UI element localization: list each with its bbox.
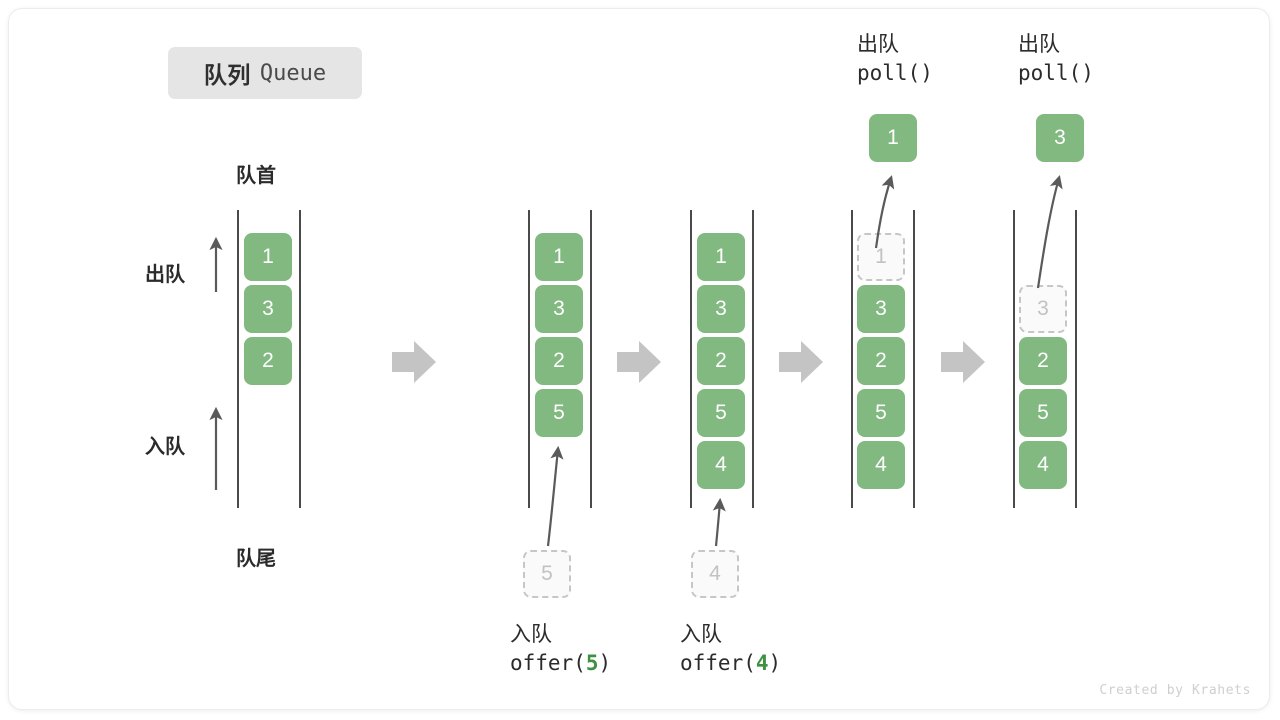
enqueue-caption-code: offer(4) (680, 649, 781, 677)
rail-right-col1 (299, 210, 301, 508)
enqueue-caption: 入队 offer(5) (510, 621, 611, 677)
queue-cell-new: 5 (535, 389, 583, 437)
incoming-ghost-box: 4 (691, 550, 739, 598)
rail-left-col3 (690, 210, 692, 508)
dequeue-caption-code: poll() (857, 61, 933, 86)
queue-cell: 3 (244, 285, 292, 333)
queue-cell: 1 (697, 233, 745, 281)
queue-tail-label: 队尾 (236, 548, 276, 570)
rail-left-col5 (1013, 210, 1015, 508)
enqueue-code-prefix: offer( (680, 651, 756, 676)
queue-cell: 3 (697, 285, 745, 333)
dequeue-caption-cn: 出队 (1018, 33, 1060, 56)
enqueue-caption-cn: 入队 (680, 623, 722, 646)
queue-cell: 4 (857, 441, 905, 489)
enqueue-code-prefix: offer( (510, 651, 586, 676)
enqueue-code-number: 4 (755, 651, 769, 676)
queue-cell: 5 (697, 389, 745, 437)
title-chinese: 队列 (203, 62, 251, 88)
queue-cell: 1 (244, 233, 292, 281)
dequeue-direction-label: 出队 (145, 264, 185, 286)
credit-text: Created by Krahets (1099, 683, 1251, 698)
enqueue-code-number: 5 (585, 651, 599, 676)
popped-value-box: 3 (1036, 114, 1084, 162)
queue-cell: 2 (697, 337, 745, 385)
dequeue-caption: 出队 poll() (857, 31, 933, 87)
queue-cell: 5 (857, 389, 905, 437)
rail-left-col4 (851, 210, 853, 508)
queue-cell-removed: 1 (857, 233, 905, 281)
dequeue-caption-cn: 出队 (857, 33, 899, 56)
enqueue-caption-cn: 入队 (510, 623, 552, 646)
enqueue-direction-label: 入队 (145, 436, 185, 458)
queue-cell: 2 (1019, 337, 1067, 385)
queue-cell: 1 (535, 233, 583, 281)
queue-cell-new: 4 (697, 441, 745, 489)
enqueue-caption: 入队 offer(4) (680, 621, 781, 677)
dequeue-caption: 出队 poll() (1018, 31, 1094, 87)
popped-value-box: 1 (869, 114, 917, 162)
rail-right-col5 (1075, 210, 1077, 508)
queue-cell: 5 (1019, 389, 1067, 437)
queue-cell-removed: 3 (1019, 285, 1067, 333)
queue-cell: 3 (857, 285, 905, 333)
incoming-ghost-box: 5 (523, 550, 571, 598)
enqueue-caption-code: offer(5) (510, 649, 611, 677)
queue-cell: 2 (244, 337, 292, 385)
diagram-card (8, 8, 1270, 710)
queue-cell: 4 (1019, 441, 1067, 489)
dequeue-caption-code: poll() (1018, 61, 1094, 86)
title-english: Queue (259, 60, 327, 86)
queue-cell: 2 (857, 337, 905, 385)
enqueue-code-suffix: ) (768, 651, 782, 676)
enqueue-code-suffix: ) (598, 651, 612, 676)
rail-right-col2 (590, 210, 592, 508)
rail-right-col4 (913, 210, 915, 508)
rail-right-col3 (752, 210, 754, 508)
rail-left-col2 (528, 210, 530, 508)
diagram-title-badge: 队列 Queue (168, 47, 362, 99)
rail-left-col1 (237, 210, 239, 508)
queue-cell: 2 (535, 337, 583, 385)
queue-cell: 3 (535, 285, 583, 333)
queue-head-label: 队首 (236, 165, 276, 187)
